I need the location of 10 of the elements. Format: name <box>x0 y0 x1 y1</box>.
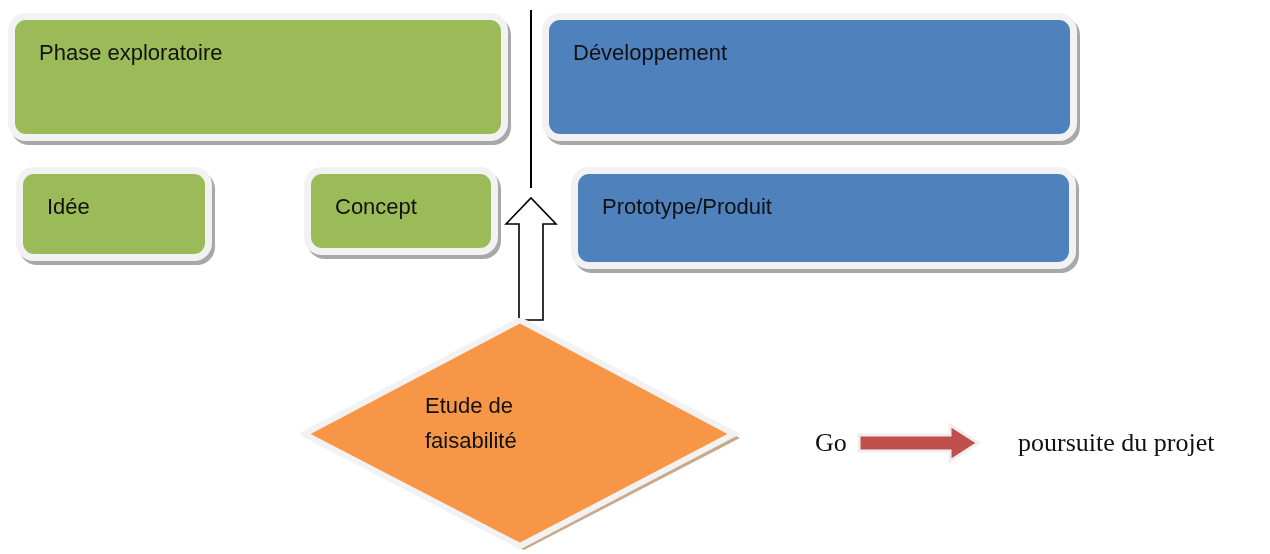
block-arrow <box>857 422 981 464</box>
text-label: Go <box>815 428 847 458</box>
box-label: Phase exploratoire <box>39 40 223 65</box>
box-label: Idée <box>47 194 90 219</box>
block-arrow <box>504 196 558 321</box>
diamond-label: Etude de faisabilité <box>425 392 518 456</box>
box-label: Concept <box>335 194 417 219</box>
box-label: Développement <box>573 40 728 65</box>
text-label: poursuite du projet <box>1018 428 1215 458</box>
box-label: Prototype/Produit <box>602 194 772 219</box>
